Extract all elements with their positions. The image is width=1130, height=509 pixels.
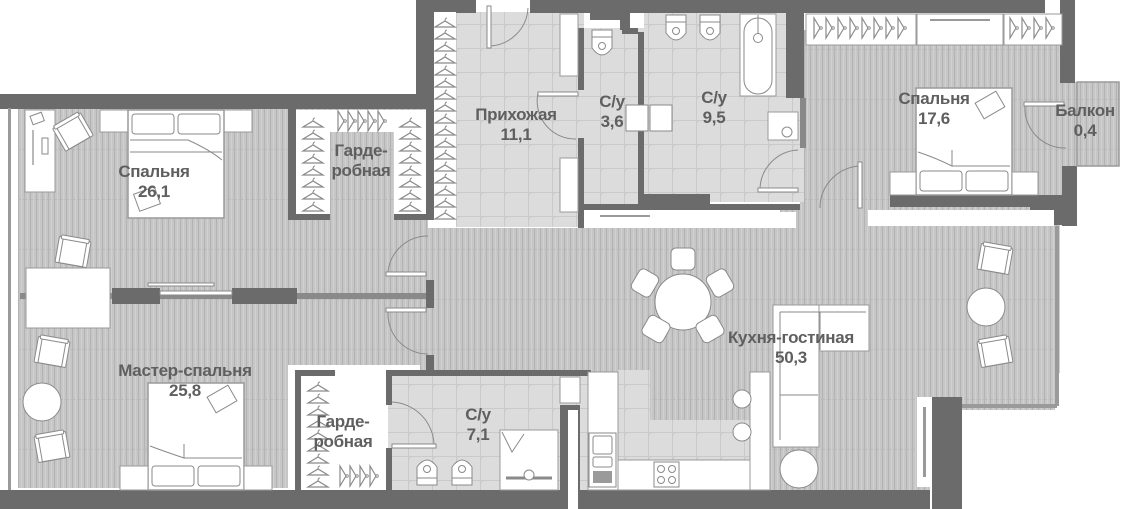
- room-area: 26,1: [138, 182, 170, 201]
- kitchen-furniture: [587, 371, 771, 491]
- bedroom-2-furniture: [805, 13, 1067, 226]
- room-area: 0,4: [1073, 121, 1097, 140]
- room-name-2: робная: [313, 432, 373, 451]
- room-name: Гарде-: [334, 141, 388, 160]
- room-bedroom-2[interactable]: Спальня 17,6: [898, 89, 970, 129]
- bathroom-3-fixtures: [391, 376, 581, 491]
- master-bedroom-furniture: [22, 333, 273, 491]
- room-area: 50,3: [775, 348, 807, 367]
- room-name: Спальня: [118, 162, 190, 181]
- room-name: С/у: [599, 92, 625, 111]
- room-area: 11,1: [500, 125, 532, 144]
- room-name: С/у: [701, 88, 727, 107]
- wardrobe-2-hangers: [301, 376, 385, 490]
- bathroom-1-fixtures: [591, 29, 673, 132]
- room-area: 25,8: [169, 381, 201, 400]
- bathroom-2-fixtures: [592, 13, 799, 228]
- living-room-furniture: [630, 240, 1014, 489]
- room-area: 3,6: [600, 112, 624, 131]
- balcony-floor: [1076, 81, 1120, 167]
- room-name: Мастер-спальня: [118, 361, 252, 380]
- room-hallway[interactable]: Прихожая 11,1: [475, 105, 557, 145]
- room-area: 7,1: [466, 425, 490, 444]
- room-name: Гарде-: [316, 412, 370, 431]
- room-kitchen-living[interactable]: Кухня-гостиная 50,3: [728, 328, 854, 368]
- walls: [0, 0, 1077, 509]
- room-name: Прихожая: [475, 105, 557, 124]
- room-bathroom-1[interactable]: С/у 3,6: [599, 92, 625, 132]
- room-name-2: робная: [331, 161, 391, 180]
- hallway-wardrobe: [434, 5, 579, 227]
- room-area: 17,6: [918, 109, 950, 128]
- room-bathroom-2[interactable]: С/у 9,5: [701, 88, 727, 128]
- room-balcony[interactable]: Балкон 0,4: [1055, 101, 1115, 141]
- room-name: Кухня-гостиная: [727, 328, 855, 347]
- room-name: Спальня: [898, 89, 970, 108]
- bedroom-1-furniture: [24, 109, 253, 329]
- room-wardrobe-2[interactable]: Гарде- робная: [313, 412, 372, 452]
- corridor-doors: [159, 235, 429, 355]
- room-master-bedroom[interactable]: Мастер-спальня 25,8: [118, 361, 252, 401]
- room-name: Балкон: [1055, 101, 1115, 120]
- wardrobe-1-hangers: [296, 110, 426, 214]
- room-bedroom-1[interactable]: Спальня 26,1: [118, 162, 190, 202]
- room-wardrobe-1[interactable]: Гарде- робная: [331, 141, 390, 181]
- room-name: С/у: [465, 405, 491, 424]
- room-area: 9,5: [702, 108, 726, 127]
- room-bathroom-3[interactable]: С/у 7,1: [465, 405, 491, 445]
